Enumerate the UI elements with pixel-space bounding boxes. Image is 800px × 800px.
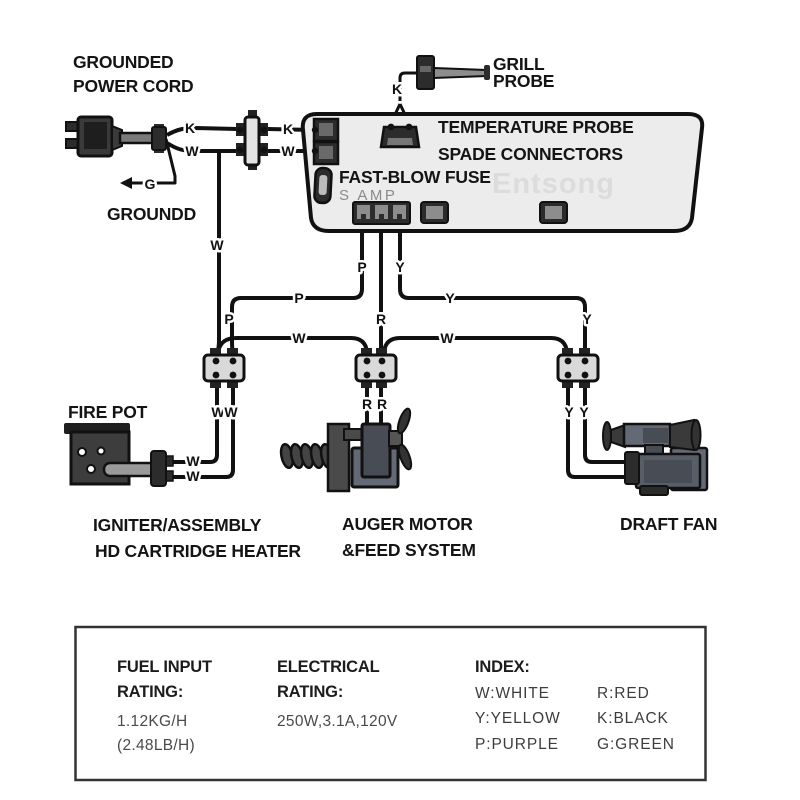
wire-label-y-vertical: Y <box>395 259 405 275</box>
fuel-header-2: RATING: <box>117 683 183 701</box>
wire-fan-1 <box>566 388 631 479</box>
wire-fan-2 <box>583 388 629 464</box>
wire-label-k-plug: K <box>185 120 195 136</box>
temp-probe-text-2: SPADE CONNECTORS <box>438 144 623 164</box>
board-spade-connectors <box>311 117 340 166</box>
auger-label-1: AUGER MOTOR <box>342 514 473 534</box>
index-k-black: K:BLACK <box>597 710 669 727</box>
wire-label-k-board: K <box>283 121 293 137</box>
wire-igniter-2 <box>171 388 235 479</box>
ground-label: GROUNDD <box>107 204 196 224</box>
wire-label-rr-2: R <box>377 396 387 412</box>
board-connector-square-1 <box>420 201 449 224</box>
temp-probe-connector <box>379 123 421 149</box>
wire-label-w-plug: W <box>185 143 199 159</box>
index-y-yellow: Y:YELLOW <box>475 710 561 727</box>
draft-fan-label: DRAFT FAN <box>620 514 717 534</box>
board-connector-square-2 <box>539 201 568 224</box>
wire-label-w-igniter-top: W <box>186 453 200 469</box>
wire-label-rr-1: R <box>362 396 372 412</box>
wire-label-w-igniter-bottom: W <box>186 468 200 484</box>
fire-pot-label: FIRE POT <box>68 402 148 422</box>
index-p-purple: P:PURPLE <box>475 736 559 753</box>
wire-k-plug <box>166 126 238 137</box>
grill-probe-label-2: PROBE <box>493 71 554 91</box>
watermark: Entsong <box>492 168 615 200</box>
igniter-label-2: HD CARTRIDGE HEATER <box>95 541 301 561</box>
fuse-rating: S AMP <box>339 187 397 204</box>
power-plug <box>65 115 167 158</box>
wire-label-yy-1: Y <box>564 404 574 420</box>
wire-label-w-bus-left: W <box>292 330 306 346</box>
wire-yellow <box>398 226 587 356</box>
auger-screw <box>279 442 335 470</box>
electrical-header-2: RATING: <box>277 683 343 701</box>
igniter-assembly <box>102 450 174 487</box>
wire-label-w-drop: W <box>210 237 224 253</box>
wire-igniter-1 <box>171 388 219 464</box>
wire-label-g: G <box>145 176 156 192</box>
igniter-label-1: IGNITER/ASSEMBLY <box>93 515 262 535</box>
wire-label-p-horizontal: P <box>294 290 303 306</box>
fuse <box>313 166 333 205</box>
fuel-value-2: (2.48LB/H) <box>117 737 195 754</box>
wire-label-y-down: Y <box>582 311 592 327</box>
draft-fan <box>602 418 709 496</box>
component-labels: GROUNDED POWER CORD GROUNDD GRILL PROBE … <box>68 52 718 561</box>
wire-label-w-bus-right: W <box>440 330 454 346</box>
spec-table: FUEL INPUT RATING: 1.12KG/H (2.48LB/H) E… <box>74 625 707 782</box>
power-cord-label-2: POWER CORD <box>73 76 194 96</box>
output-connector-3pin <box>352 201 411 225</box>
wire-ground <box>131 138 177 185</box>
index-r-red: R:RED <box>597 685 650 702</box>
temp-probe-text-1: TEMPERATURE PROBE <box>438 117 634 137</box>
wire-label-ww-2: W <box>224 404 238 420</box>
ground-arrowhead <box>120 177 132 189</box>
junction-connector-middle <box>354 348 398 388</box>
wire-label-k-probe: K <box>392 81 402 97</box>
wire-letter-labels: K W K W K G W P Y P Y P R Y W W W W W W … <box>142 79 595 487</box>
grill-probe <box>416 55 490 90</box>
wire-label-p-vertical: P <box>357 259 366 275</box>
fuel-header-1: FUEL INPUT <box>117 658 212 676</box>
power-cord-label-1: GROUNDED <box>73 52 174 72</box>
fuel-value-1: 1.12KG/H <box>117 713 187 730</box>
auger-label-2: &FEED SYSTEM <box>342 540 476 560</box>
electrical-header-1: ELECTRICAL <box>277 658 380 676</box>
index-g-green: G:GREEN <box>597 736 675 753</box>
spec-table-border <box>74 625 707 782</box>
wire-w-drop <box>214 151 221 358</box>
junction-connector-left <box>202 348 246 388</box>
electrical-value: 250W,3.1A,120V <box>277 713 398 730</box>
auger-motor <box>279 407 413 493</box>
wire-label-y-horizontal: Y <box>445 290 455 306</box>
wire-white-bus-left <box>216 336 369 353</box>
controller-board: Entsong TEMPERATURE PROBE SPADE CONNECTO… <box>300 112 705 233</box>
index-w-white: W:WHITE <box>475 685 550 702</box>
wire-w-plug <box>165 141 237 153</box>
wire-label-yy-2: Y <box>579 404 589 420</box>
wire-label-ww-1: W <box>211 404 225 420</box>
wire-white-bus-right <box>382 336 569 353</box>
wire-label-r-down: R <box>376 311 386 327</box>
index-header: INDEX: <box>475 658 530 676</box>
grill-probe-label-1: GRILL <box>493 54 545 74</box>
junction-connector-right <box>556 348 600 388</box>
fuse-label: FAST-BLOW FUSE <box>339 167 491 187</box>
wire-label-p-down: P <box>224 311 233 327</box>
wire-label-w-board: W <box>281 143 295 159</box>
power-connector-2pin <box>236 110 268 170</box>
